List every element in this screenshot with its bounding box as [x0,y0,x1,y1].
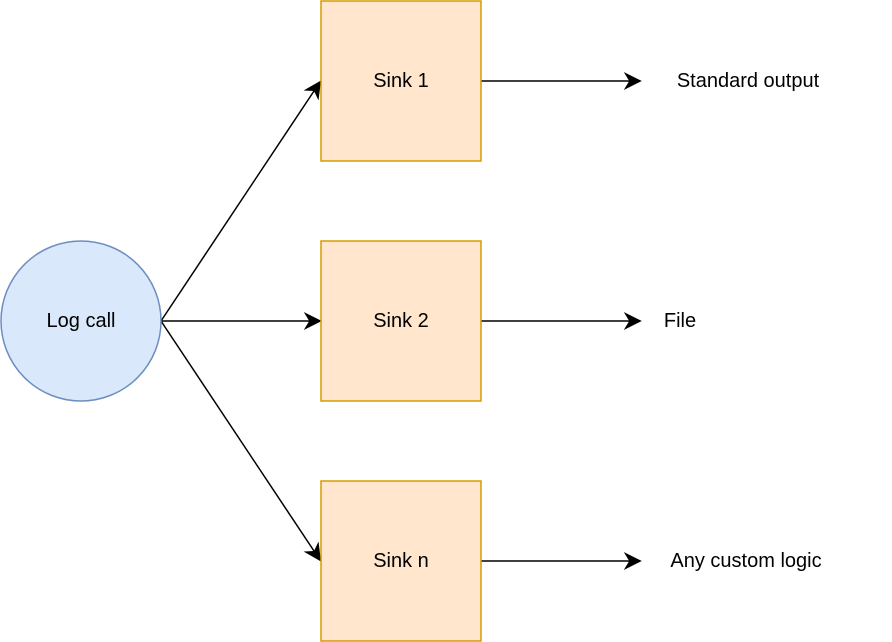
edge-log-call-to-sink-n [160,320,321,562]
output-label-standard-output: Standard output [677,70,820,92]
output-label-any-custom-logic: Any custom logic [670,550,821,572]
output-label-file: File [664,310,696,332]
sink-n-node [320,480,482,642]
sink-2-node [320,240,482,402]
sink-2-label: Sink 2 [373,310,429,332]
sink-1-node [320,0,482,162]
log-call-label: Log call [47,310,116,332]
sink-1-label: Sink 1 [373,70,429,92]
log-call-node [0,240,162,402]
edge-log-call-to-sink-1 [160,80,321,322]
sink-n-label: Sink n [373,550,429,572]
